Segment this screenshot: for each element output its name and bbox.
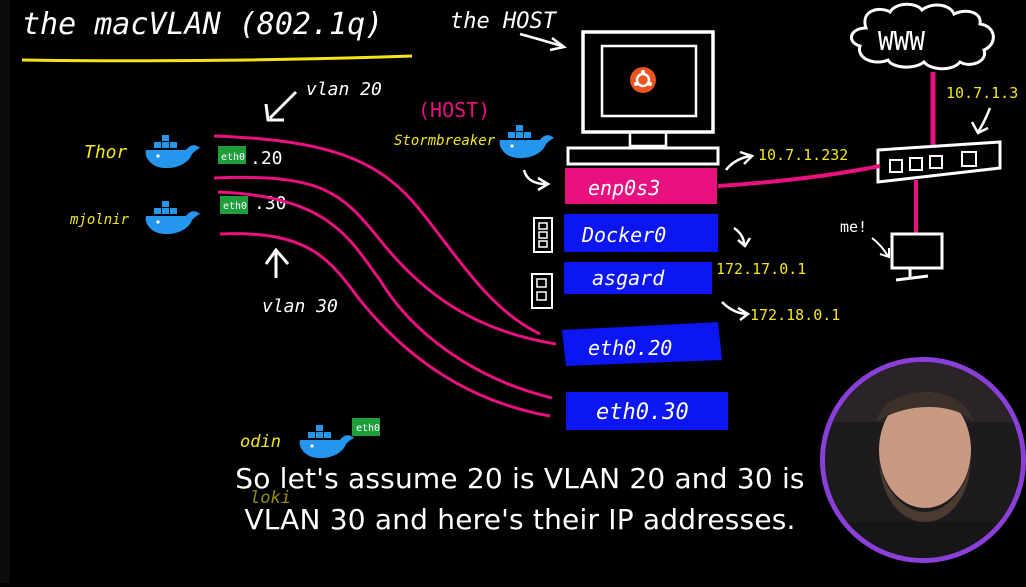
uplink-cable xyxy=(717,164,881,188)
container-icon-asgard xyxy=(531,273,553,309)
container-name-odin: odin xyxy=(240,432,281,452)
vlan30-label: vlan 30 xyxy=(262,296,338,317)
host-container-arrow xyxy=(522,169,551,192)
iface-bar-eth0-30 xyxy=(566,392,728,430)
macvlan-links xyxy=(213,134,557,418)
title-underline xyxy=(21,54,413,63)
iface-label-asgard: asgard xyxy=(592,266,665,290)
ubuntu-logo-icon xyxy=(630,67,656,93)
docker-whale-icon xyxy=(145,201,200,235)
host-label-text: the HOST xyxy=(450,9,558,34)
docker-whale-icon xyxy=(145,135,200,169)
iface-badge-thor-text: eth0 xyxy=(221,152,245,163)
presenter-webcam xyxy=(820,357,1026,563)
router-ip: 10.7.1.3 xyxy=(946,84,1018,102)
iface-label-docker0: Docker0 xyxy=(581,223,666,247)
container-name-mjolnir: mjolnir xyxy=(69,212,130,228)
network-switch xyxy=(876,140,1002,184)
left-window-edge xyxy=(0,0,10,583)
caption-line-1: So let's assume 20 is VLAN 20 and 30 is xyxy=(235,462,805,495)
vlan30-arrow xyxy=(264,247,290,278)
caption-line-2: VLAN 30 and here's their IP addresses. xyxy=(244,503,796,536)
host-tag: (HOST) xyxy=(418,98,490,122)
interface-list: enp0s3 Docker0 asgard eth0.20 eth0.30 xyxy=(562,168,728,430)
internet-label: WWW xyxy=(878,27,925,57)
iface-bar-eth0-20 xyxy=(562,322,722,366)
docker-whale-icon xyxy=(499,125,554,159)
iface-badge-odin xyxy=(352,418,380,436)
host-arrow xyxy=(519,32,567,52)
iface-label-eth0-20: eth0.20 xyxy=(588,336,672,360)
iface-bar-docker0 xyxy=(564,214,718,252)
container-name-thor: Thor xyxy=(84,142,128,163)
vlan20-arrow xyxy=(264,90,298,122)
router-ip-arrow xyxy=(970,107,992,135)
host-computer xyxy=(566,30,720,166)
internet-cloud: WWW xyxy=(850,2,995,71)
iface-badge-mjolnir xyxy=(220,196,248,214)
ip-arrow-docker0 xyxy=(733,226,752,248)
docker-whale-icon xyxy=(299,425,354,459)
vlan20-label: vlan 20 xyxy=(306,79,382,100)
me-computer xyxy=(890,232,944,282)
me-arrow xyxy=(871,237,890,259)
iface-bar-asgard xyxy=(564,262,712,294)
diagram-title: the macVLAN (802.1q) xyxy=(22,7,383,42)
ip-arrow-asgard xyxy=(721,301,751,321)
me-label: me! xyxy=(840,218,867,236)
iface-badge-mjolnir-text: eth0 xyxy=(223,201,247,212)
host-container-name: Stormbreaker xyxy=(394,133,496,149)
container-name-loki: loki xyxy=(250,488,291,508)
iface-badge-thor xyxy=(218,146,246,164)
ip-docker0: 172.17.0.1 xyxy=(716,260,806,278)
ip-asgard: 172.18.0.1 xyxy=(750,306,840,324)
vlan30-label-text: vlan 30 xyxy=(262,296,338,317)
iface-label-eth0-30: eth0.30 xyxy=(596,400,689,425)
subtitle-caption: So let's assume 20 is VLAN 20 and 30 is … xyxy=(150,458,890,540)
ip-enp0s3: 10.7.1.232 xyxy=(758,146,848,164)
iface-bar-enp0s3 xyxy=(565,168,717,204)
host-label: the HOST xyxy=(450,9,558,34)
ip-arrow-enp0s3 xyxy=(725,150,755,171)
container-icon-docker0 xyxy=(533,217,553,253)
thor-suffix: .20 xyxy=(250,148,283,169)
iface-badge-odin-text: eth0 xyxy=(356,423,380,434)
iface-label-enp0s3: enp0s3 xyxy=(588,176,660,200)
